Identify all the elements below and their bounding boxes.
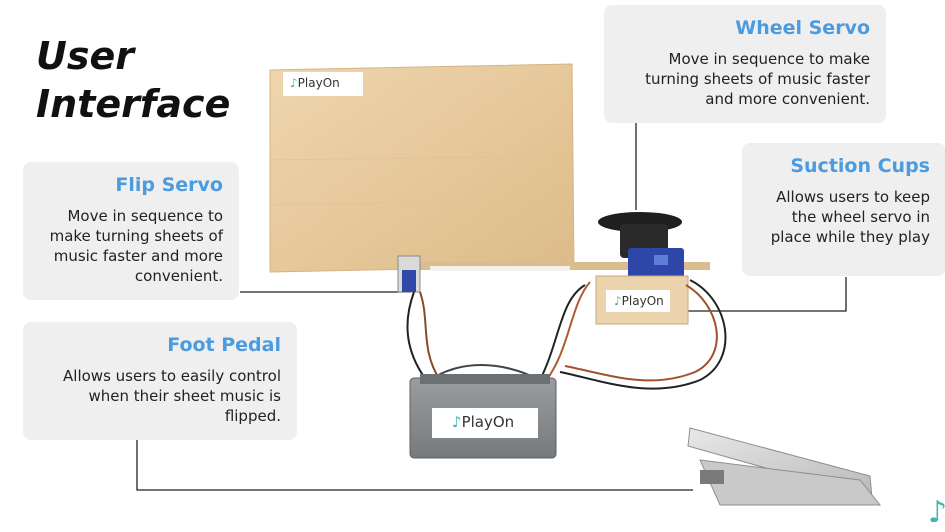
flip-servo-card: Flip Servo Move in sequence to make turn… [23, 162, 239, 300]
wooden-board [270, 64, 574, 272]
svg-text:♪: ♪ [928, 495, 945, 530]
suction-cups-connector [686, 277, 846, 311]
wheel-servo-title: Wheel Servo [620, 17, 870, 39]
music-note-icon: ♪ [614, 294, 622, 308]
flip-servo [398, 256, 420, 292]
suction-label-text: PlayOn [622, 294, 664, 308]
flip-servo-title: Flip Servo [39, 174, 223, 196]
wheel-servo-card: Wheel Servo Move in sequence to make tur… [604, 5, 886, 123]
board-label-text: PlayOn [298, 76, 340, 90]
suction-cups-card: Suction Cups Allows users to keep the wh… [742, 143, 945, 276]
foot-pedal-card: Foot Pedal Allows users to easily contro… [23, 322, 297, 440]
foot-pedal [688, 428, 880, 505]
suction-logo: ♪PlayOn [614, 294, 664, 308]
flip-servo-desc: Move in sequence to make turning sheets … [39, 206, 223, 286]
foot-pedal-desc: Allows users to easily control when thei… [39, 366, 281, 426]
music-note-icon: ♪ [290, 76, 298, 90]
corner-music-note-icon: ♪ [928, 495, 945, 530]
foot-pedal-title: Foot Pedal [39, 334, 281, 356]
music-note-icon: ♪ [452, 413, 462, 431]
box-logo: ♪PlayOn [452, 413, 514, 431]
suction-cups-desc: Allows users to keep the wheel servo in … [758, 187, 930, 247]
suction-cups-title: Suction Cups [758, 155, 930, 177]
box-label-text: PlayOn [462, 413, 515, 431]
wheel-servo-desc: Move in sequence to make turning sheets … [620, 49, 870, 109]
board-logo: ♪PlayOn [290, 76, 340, 90]
